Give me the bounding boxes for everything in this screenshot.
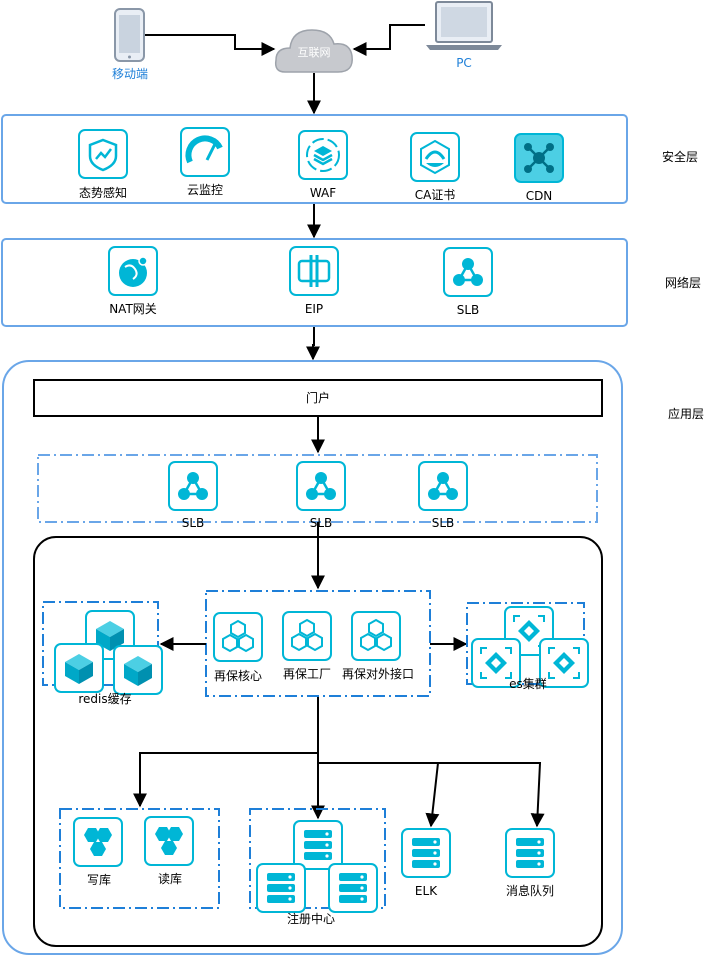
es-label: es集群 [509, 676, 547, 691]
portal-box [33, 379, 603, 417]
service-label-1: 再保工厂 [283, 667, 331, 681]
registry-node-left [256, 863, 306, 913]
redis-node-right [113, 645, 163, 695]
registry-label: 注册中心 [287, 911, 335, 926]
registry-group-frame [249, 808, 386, 909]
security-item-cloud-monitor [180, 127, 230, 177]
slb-label-1: SLB [310, 516, 333, 530]
security-item-ca-cert [410, 132, 460, 182]
security-label-3: CA证书 [415, 188, 456, 202]
elk-node [401, 828, 451, 878]
db-read-node [144, 816, 194, 866]
portal-label: 门户 [306, 390, 330, 405]
service-label-2: 再保对外接口 [342, 666, 414, 681]
mq-node [505, 828, 555, 878]
mobile-client: 移动端 [112, 8, 148, 81]
network-label-0: NAT网关 [109, 302, 157, 316]
server-icon [267, 873, 295, 903]
slb-node-2 [418, 461, 468, 511]
server-icon [339, 873, 367, 903]
server-icon [516, 838, 544, 868]
server-icon [304, 830, 332, 860]
network-layer-frame [1, 238, 628, 327]
security-item-waf [298, 130, 348, 180]
security-label-2: WAF [310, 186, 336, 200]
service-factory [282, 611, 332, 661]
mq-label: 消息队列 [506, 883, 554, 898]
eip-plug-icon [297, 255, 331, 287]
elk-label: ELK [415, 884, 438, 898]
nat-globe-icon [119, 256, 148, 287]
shield-chart-icon [88, 138, 118, 172]
slb-label-0: SLB [182, 516, 205, 530]
waf-layers-icon [306, 138, 340, 172]
internet-cloud: 互联网 [274, 29, 353, 73]
registry-node-top [293, 820, 343, 870]
security-layer-label: 安全层 [662, 149, 698, 164]
internet-label: 互联网 [298, 46, 331, 59]
cloud-icon [274, 29, 353, 73]
slb-label-2: SLB [432, 516, 455, 530]
laptop-icon [426, 1, 502, 50]
security-label-1: 云监控 [187, 183, 223, 197]
cdn-network-icon [524, 143, 554, 173]
network-item-nat-gateway [108, 246, 158, 296]
lower-connectors [133, 697, 545, 828]
db-write-node [73, 817, 123, 867]
security-item-situational-awareness [78, 129, 128, 179]
network-layer-label: 网络层 [665, 275, 701, 290]
redis-label: redis缓存 [78, 692, 131, 706]
pc-label: PC [456, 56, 472, 70]
es-node-right [539, 638, 589, 688]
network-to-app-arrow [306, 327, 320, 361]
security-label-0: 态势感知 [79, 185, 127, 200]
service-label-0: 再保核心 [214, 669, 262, 683]
service-core [213, 612, 263, 662]
server-icon [412, 838, 440, 868]
application-layer-frame [2, 360, 623, 955]
redis-group-frame [42, 601, 159, 686]
database-hex-icon [155, 827, 183, 855]
application-layer-label: 应用层 [668, 406, 704, 421]
network-item-slb [443, 247, 493, 297]
security-item-cdn [514, 133, 564, 183]
top-connectors [145, 24, 425, 115]
registry-node-right [328, 863, 378, 913]
db-write-label: 写库 [87, 872, 111, 887]
slb-node-1 [296, 461, 346, 511]
pc-client: PC [426, 1, 502, 70]
service-external-api [351, 611, 401, 661]
network-label-2: SLB [457, 303, 480, 317]
database-hex-icon [84, 828, 112, 856]
security-layer-frame [1, 114, 628, 204]
db-read-label: 读库 [158, 871, 182, 886]
redis-node-left [54, 643, 104, 693]
security-label-4: CDN [526, 189, 553, 203]
certificate-icon [420, 139, 450, 175]
network-item-eip [289, 246, 339, 296]
mobile-label: 移动端 [112, 67, 148, 81]
network-label-1: EIP [305, 302, 323, 316]
mobile-phone-icon [114, 8, 145, 62]
gauge-icon [185, 135, 223, 164]
db-group-frame [59, 808, 220, 909]
slb-node-0 [168, 461, 218, 511]
